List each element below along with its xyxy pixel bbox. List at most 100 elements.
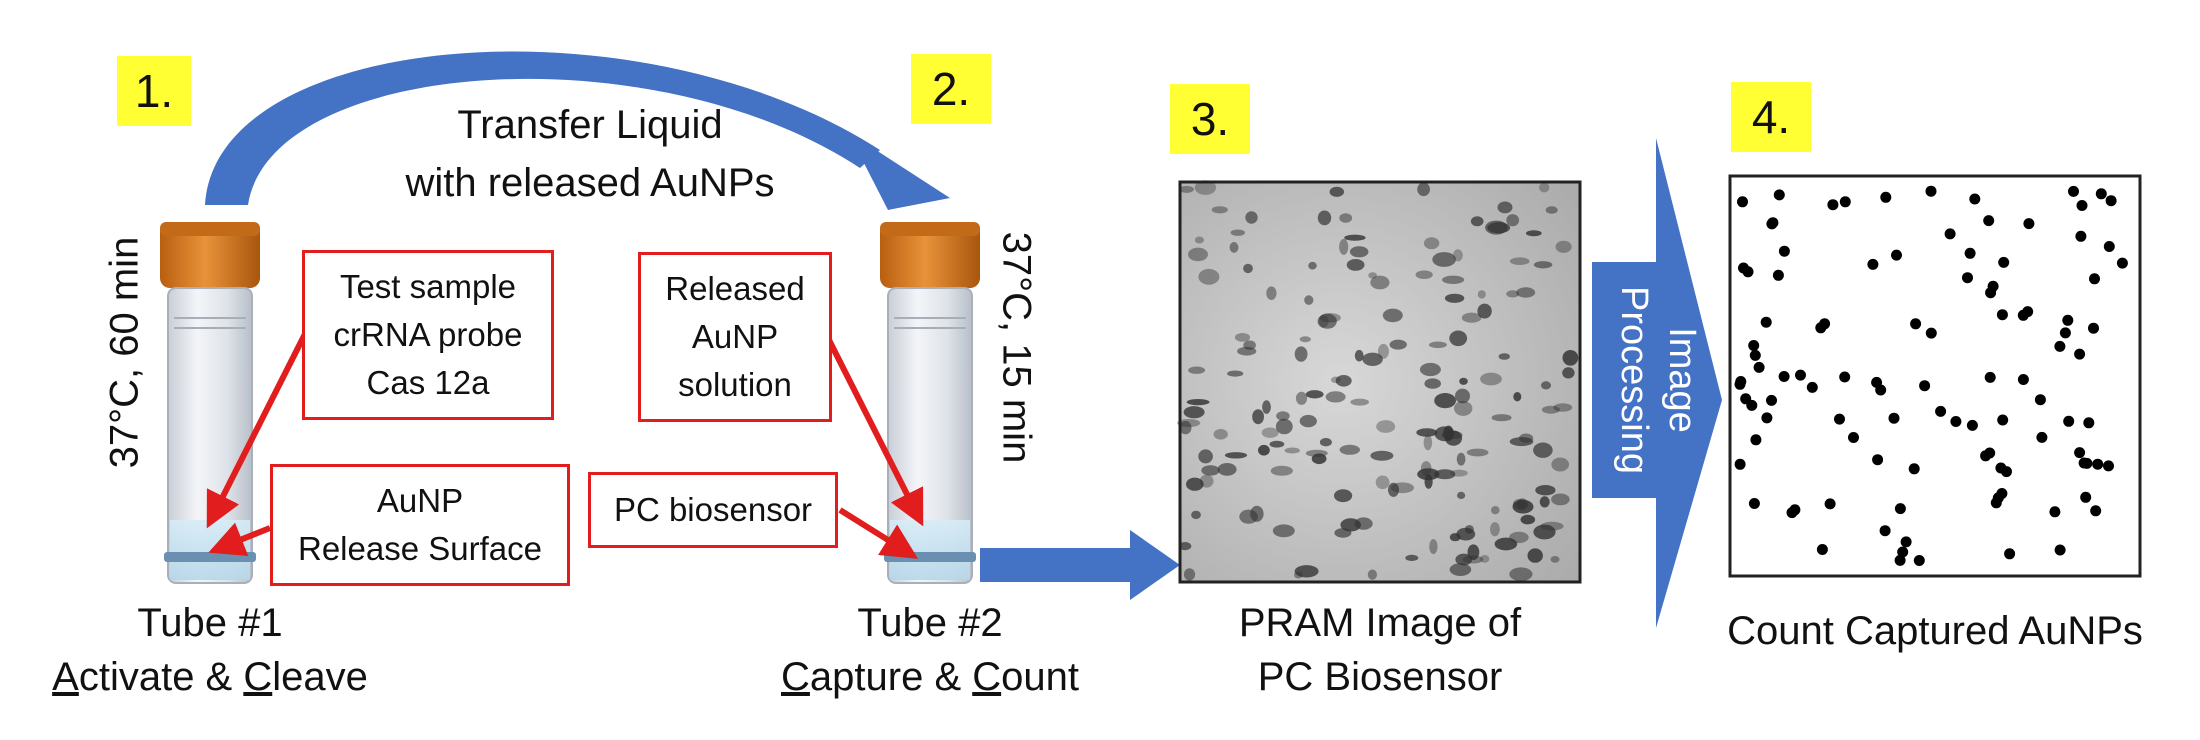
pram-speck [1261,427,1279,438]
captured-aunp-dot [1996,309,2008,321]
pram-speck [1294,346,1308,362]
captured-aunp-dot [2088,322,2099,334]
pram-speck [1318,313,1337,329]
captured-aunp-dot [1985,287,1997,299]
captured-aunp-dot [2004,548,2016,560]
pram-speck [1329,186,1345,197]
pram-speck [1562,367,1575,379]
captured-aunp-dot [1734,458,1746,470]
pram-speck [1382,308,1403,323]
pram-speck [1349,246,1369,258]
pram-speck [1335,375,1352,387]
pram-image [1177,180,1582,584]
pram-speck [1178,542,1192,551]
sample-box-line-1: Test sample [339,268,517,306]
pram-speck [1539,182,1550,193]
captured-aunp-dot [2075,230,2087,242]
pram-speck [1299,336,1311,343]
captured-aunp-dot [1867,258,1879,270]
pram-speck [1299,414,1317,428]
pram-speck [1540,521,1564,531]
tube-2-action-c2: C [972,655,1002,699]
pc-biosensor-box: PC biosensor [588,472,838,548]
captured-aunp-dot [1795,369,1806,381]
captured-aunp-dot [1966,419,1978,431]
pram-speck [1243,263,1253,274]
captured-aunp-dot [2083,417,2095,429]
tube-2-condition: 37°C, 15 min [994,231,1039,464]
pram-speck [1550,556,1560,563]
captured-aunp-dot [2001,466,2012,478]
captured-aunp-dot [1880,191,1892,203]
pram-speck [1416,428,1438,437]
pram-speck [1470,216,1484,227]
pram-speck [1258,444,1270,456]
captured-aunp-dot [1778,371,1790,382]
pram-speck [1217,463,1237,476]
captured-aunp-dot [2036,431,2048,443]
step-4-label: 4. [1731,82,1811,152]
pram-speck [1346,259,1365,271]
pram-speck [1367,569,1377,580]
pram-speck [1429,539,1438,555]
captured-aunp-dot [1746,399,1758,411]
released-line-1: Released [665,270,805,308]
pram-speck [1424,378,1441,389]
pram-speck [1419,362,1441,377]
captured-aunp-dot [2054,340,2066,352]
pram-speck [1375,475,1390,490]
pram-speck [1432,252,1456,267]
pram-speck [1229,242,1239,253]
captured-aunp-dot [2074,447,2086,459]
captured-aunp-dot [2017,374,2029,385]
captured-aunp-dot [1871,376,1883,388]
pram-speck [1487,222,1511,234]
captured-aunp-dot [1983,215,1995,227]
captured-aunp-dot [1984,371,1996,383]
pram-speck [1509,437,1534,447]
pram-speck [1428,341,1447,349]
captured-aunp-dot [2105,195,2117,207]
pram-speck [1188,247,1208,262]
pram-speck [1183,568,1196,581]
blue-arrow-to-pram [980,530,1180,600]
pram-speck [1480,372,1502,386]
release-surface-line-2: Release Surface [298,530,542,567]
pram-speck [1459,377,1468,385]
pram-speck [1262,400,1271,414]
captured-aunp-dot [1944,228,1956,240]
captured-aunp-dot [1806,381,1818,393]
pram-speck [1275,418,1293,435]
pram-speck [1444,293,1465,303]
captured-aunp-dot [1748,498,1760,509]
pram-speck [1272,524,1295,538]
pram-speck [1480,555,1490,563]
pram-speck [1562,350,1579,366]
pram-speck [1186,477,1204,491]
captured-aunp-dot [1772,269,1784,281]
sample-box-line-2: crRNA probe [333,316,523,354]
captured-aunp-dot [1913,555,1925,566]
captured-aunp-dot [1997,414,2009,426]
pram-speck [1304,295,1314,305]
pram-speck [1179,185,1194,193]
pram-speck [1494,537,1518,551]
pram-speck [1423,237,1440,250]
pram-speck [1317,210,1332,226]
pram-speck [1198,449,1213,464]
pram-speck [1294,571,1303,579]
pram-speck [1319,438,1332,447]
pram-speck [1443,425,1454,441]
captured-aunp-dot [1819,318,1831,330]
pram-speck [1388,482,1399,497]
pram-speck [1179,420,1192,435]
captured-aunp-dot [1925,185,1937,197]
captured-aunp-dot [1910,318,1922,330]
tube-1-action-part-2: leave [272,655,368,699]
captured-aunp-dot [1980,450,1992,462]
captured-aunp-dot [1749,349,1761,361]
captured-aunp-dot [1839,371,1851,383]
captured-aunp-dot [1748,340,1760,351]
pram-speck [1513,392,1522,402]
pram-speck [1295,391,1308,405]
